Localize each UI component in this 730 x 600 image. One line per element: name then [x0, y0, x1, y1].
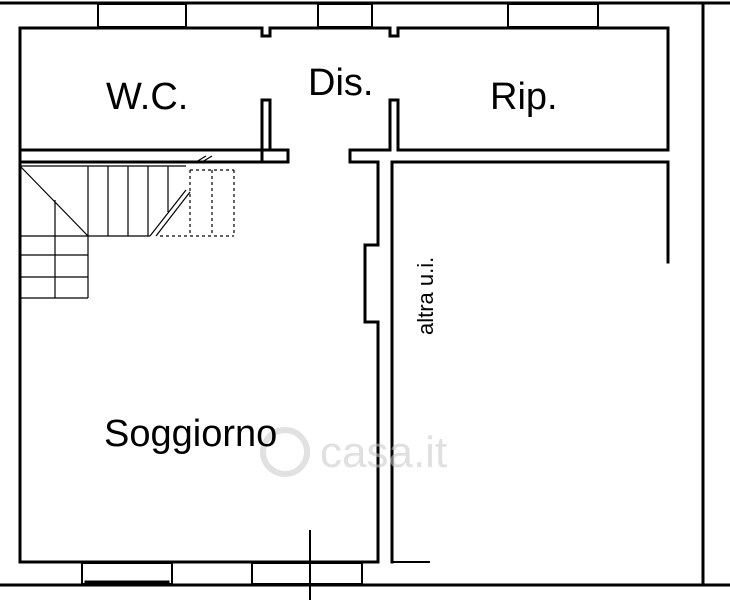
room-label-dis: Dis.: [308, 62, 373, 104]
central-partition: [18, 160, 380, 564]
room-label-rip: Rip.: [490, 76, 558, 118]
altra-unit-walls: [390, 160, 670, 564]
room-label-altra-ui: altra u.i.: [413, 257, 438, 335]
watermark: casa.it: [260, 427, 447, 477]
top-windows: [97, 3, 599, 28]
room-label-soggiorno: Soggiorno: [104, 413, 277, 455]
room-label-wc: W.C.: [106, 76, 188, 118]
bottom-walls: [18, 530, 380, 600]
staircase: [19, 155, 235, 299]
watermark-text: casa.it: [320, 428, 447, 477]
